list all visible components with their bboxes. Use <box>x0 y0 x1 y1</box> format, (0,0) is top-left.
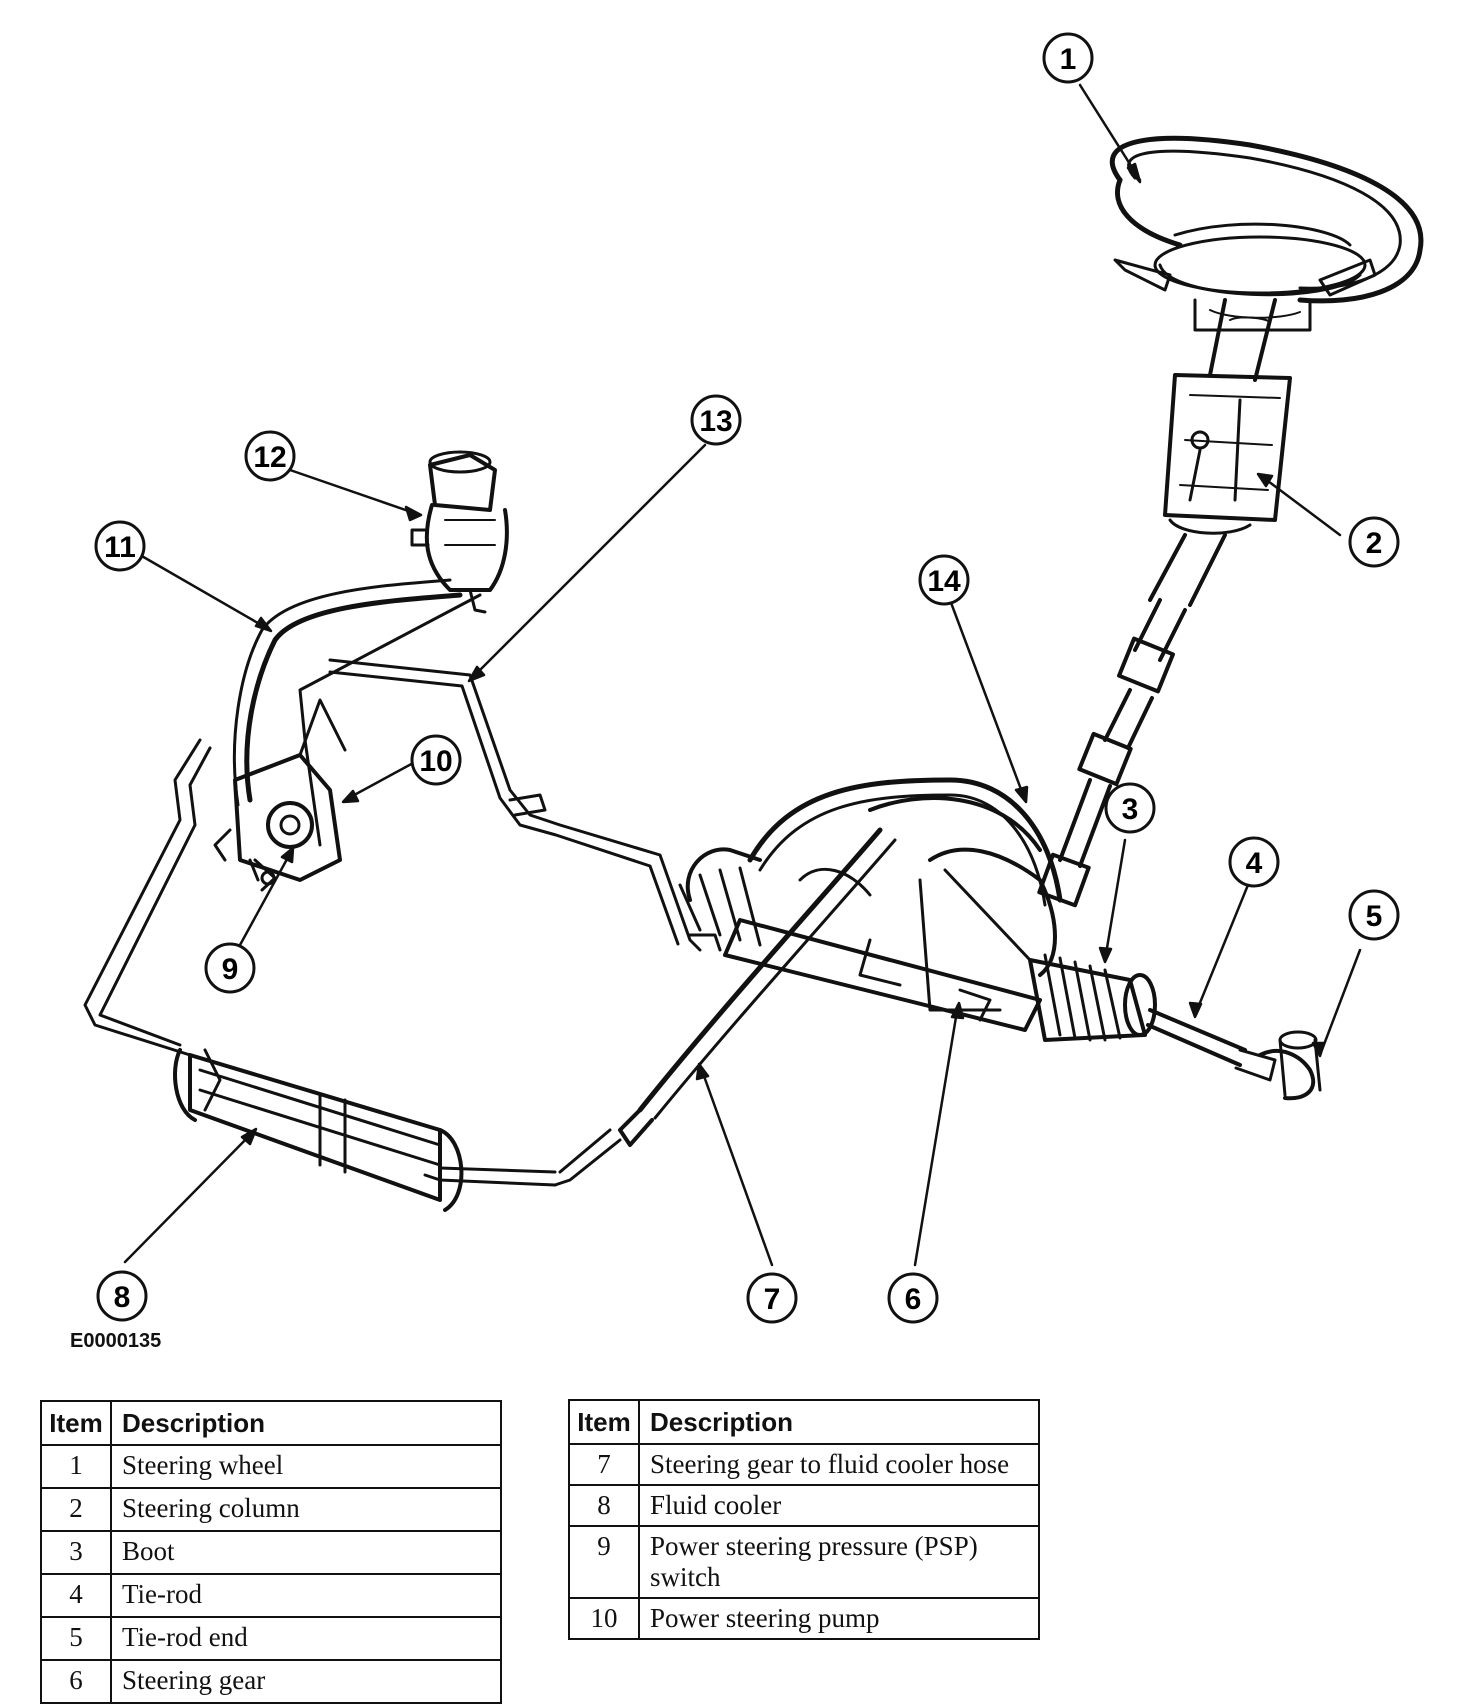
legend-header-row: Item Description <box>568 1399 1040 1445</box>
pressure-line <box>298 593 722 952</box>
power-steering-pump <box>213 698 347 882</box>
tie-rod-end <box>1258 1030 1322 1101</box>
legend-item-description: Power steering pressure (PSP) switch <box>638 1525 1040 1599</box>
description-column-header: Description <box>110 1400 502 1446</box>
svg-text:6: 6 <box>905 1283 922 1316</box>
svg-text:1: 1 <box>1060 43 1077 76</box>
pump-to-cooler-line <box>83 738 212 1057</box>
callout-8: 8 <box>96 1270 148 1322</box>
callout-2: 2 <box>1348 516 1400 568</box>
legend-item-number: 4 <box>40 1573 112 1618</box>
svg-text:7: 7 <box>764 1283 781 1316</box>
callout-9: 9 <box>204 942 256 994</box>
legend-table-right: Item Description 7 Steering gear to flui… <box>568 1399 1040 1640</box>
callout-13: 13 <box>690 394 742 446</box>
steering-column <box>1148 298 1292 607</box>
legend-item-description: Steering wheel <box>110 1444 502 1489</box>
callout-11: 11 <box>94 520 146 572</box>
pressure-hoses <box>747 777 1063 907</box>
legend-row: 8 Fluid cooler <box>568 1484 1040 1527</box>
svg-text:4: 4 <box>1246 847 1263 880</box>
legend-row: 1 Steering wheel <box>40 1444 502 1489</box>
legend-row: 3 Boot <box>40 1530 502 1575</box>
legend-row: 4 Tie-rod <box>40 1573 502 1618</box>
legend-item-number: 2 <box>40 1487 112 1532</box>
legend-item-number: 8 <box>568 1484 640 1527</box>
description-column-header: Description <box>638 1399 1040 1445</box>
tie-rod <box>1146 1008 1277 1082</box>
legend-row: 10 Power steering pump <box>568 1597 1040 1640</box>
intermediate-shaft <box>1037 598 1187 908</box>
psp-switch <box>253 858 277 892</box>
legend-header-row: Item Description <box>40 1400 502 1446</box>
legend-item-description: Fluid cooler <box>638 1484 1040 1527</box>
svg-text:3: 3 <box>1122 793 1139 826</box>
legend-item-number: 3 <box>40 1530 112 1575</box>
legend-item-description: Tie-rod end <box>110 1616 502 1661</box>
legend-item-description: Power steering pump <box>638 1597 1040 1640</box>
svg-text:13: 13 <box>699 405 732 438</box>
callout-12: 12 <box>244 430 296 482</box>
legend-row: 7 Steering gear to fluid cooler hose <box>568 1443 1040 1486</box>
item-column-header: Item <box>568 1399 640 1445</box>
callout-1: 1 <box>1042 32 1094 84</box>
reservoir-supply-hose <box>232 578 463 807</box>
svg-text:12: 12 <box>253 441 286 474</box>
legend-item-number: 7 <box>568 1443 640 1486</box>
legend-item-number: 9 <box>568 1525 640 1599</box>
gear-to-cooler-hose <box>553 827 897 1187</box>
legend-item-number: 5 <box>40 1616 112 1661</box>
fluid-cooler <box>173 1048 464 1212</box>
item-column-header: Item <box>40 1400 112 1446</box>
cooler-return-line <box>423 1166 557 1187</box>
legend-item-number: 6 <box>40 1659 112 1704</box>
legend-row: 5 Tie-rod end <box>40 1616 502 1661</box>
steering-wheel <box>1109 135 1424 332</box>
legend-table-left: Item Description 1 Steering wheel 2 Stee… <box>40 1400 502 1704</box>
steering-gear <box>678 847 1057 1032</box>
legend-item-number: 1 <box>40 1444 112 1489</box>
callout-4: 4 <box>1228 836 1280 888</box>
callout-6: 6 <box>887 1272 939 1324</box>
svg-text:10: 10 <box>419 745 452 778</box>
callout-3: 3 <box>1104 782 1156 834</box>
reservoir <box>410 450 509 614</box>
svg-text:8: 8 <box>114 1281 131 1314</box>
figure-id: E0000135 <box>70 1330 162 1352</box>
leader-lines <box>123 83 1362 1267</box>
legend-row: 2 Steering column <box>40 1487 502 1532</box>
callout-7: 7 <box>746 1272 798 1324</box>
legend-item-description: Steering gear <box>110 1659 502 1704</box>
callout-14: 14 <box>918 554 970 606</box>
legend-row: 6 Steering gear <box>40 1659 502 1704</box>
callout-5: 5 <box>1348 889 1400 941</box>
legend-item-description: Steering column <box>110 1487 502 1532</box>
steering-system-diagram: 1 2 3 4 5 6 7 8 9 10 11 12 <box>83 32 1424 1324</box>
svg-text:14: 14 <box>927 565 961 598</box>
boot <box>1028 953 1157 1042</box>
svg-text:11: 11 <box>104 531 136 564</box>
legend-item-description: Steering gear to fluid cooler hose <box>638 1443 1040 1486</box>
svg-text:2: 2 <box>1366 527 1383 560</box>
legend-item-number: 10 <box>568 1597 640 1640</box>
callout-10: 10 <box>410 734 462 786</box>
legend-item-description: Tie-rod <box>110 1573 502 1618</box>
legend-row: 9 Power steering pressure (PSP) switch <box>568 1525 1040 1599</box>
legend-item-description: Boot <box>110 1530 502 1575</box>
svg-text:5: 5 <box>1366 900 1383 933</box>
svg-text:9: 9 <box>222 953 239 986</box>
